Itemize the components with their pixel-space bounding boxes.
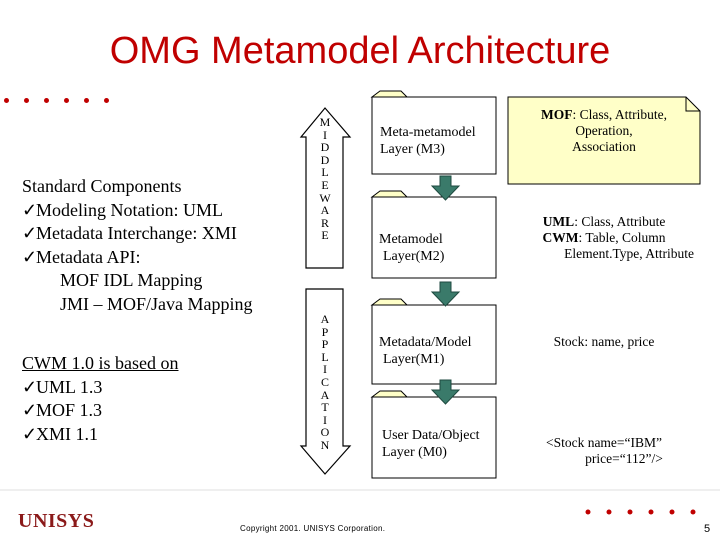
layer-folder-m1 — [370, 298, 497, 385]
layer-label-m2: Metamodel Layer(M2) — [379, 231, 444, 265]
example-text: Element.Type, Attribute — [564, 246, 694, 261]
list-item-label: XMI 1.1 — [36, 423, 98, 444]
arrow-letter: I — [323, 127, 327, 142]
arrow-letter: L — [321, 165, 329, 180]
list-item: ✓Metadata API: — [22, 246, 253, 270]
mof-prefix: MOF — [541, 107, 573, 122]
unisys-logo: UNISYS — [18, 510, 95, 532]
standard-components-block: Standard Components ✓Modeling Notation: … — [22, 175, 253, 316]
layer-folder-m3 — [370, 90, 497, 175]
dot — [44, 98, 49, 103]
dot — [84, 98, 89, 103]
check-icon: ✓ — [22, 246, 38, 267]
uml-prefix: UML — [542, 214, 575, 229]
layer-label-line: User Data/Object — [382, 428, 480, 443]
down-arrow-icon — [430, 175, 461, 201]
layer-label-line: Layer(M2) — [383, 249, 445, 264]
example-m3: MOF: Class, Attribute, Operation, Associ… — [510, 107, 698, 155]
example-text: : Table, Column — [578, 230, 666, 245]
list-item: ✓Modeling Notation: UML — [22, 199, 253, 223]
layer-label-line: Layer (M3) — [380, 142, 445, 157]
list-item-label: MOF 1.3 — [36, 400, 103, 420]
standard-components-heading: Standard Components — [22, 176, 182, 196]
arrow-letter: N — [320, 437, 330, 452]
decorative-dots-top — [4, 98, 109, 103]
layer-label-line: Metamodel — [379, 232, 443, 247]
dot — [24, 98, 29, 103]
dot — [4, 98, 9, 103]
arrow-letter: D — [320, 140, 330, 155]
arrow-letter: E — [321, 177, 329, 192]
cwm-prefix: CWM — [542, 230, 579, 245]
layer-label-m1: Metadata/Model Layer(M1) — [379, 334, 472, 368]
list-item: ✓MOF 1.3 — [22, 399, 179, 423]
middleware-label: M I D D L E W A R E — [315, 116, 335, 242]
arrow-letter: P — [321, 324, 329, 339]
layer-folder-m2 — [370, 190, 497, 279]
page-number: 5 — [704, 523, 711, 535]
application-arrow — [299, 288, 352, 475]
layer-label-m3: Meta-metamodel Layer (M3) — [380, 124, 476, 158]
middleware-arrow — [299, 107, 352, 269]
sub-list-item: JMI – MOF/Java Mapping — [60, 293, 253, 314]
copyright-text: Copyright 2001. UNISYS Corporation. — [240, 524, 386, 533]
list-item-label: Modeling Notation: UML — [36, 199, 223, 220]
example-m0: <Stock name=“IBM” price=“112”/> — [510, 435, 698, 467]
arrow-letter: C — [320, 374, 329, 389]
list-item-label: Metadata Interchange: XMI — [36, 223, 237, 243]
layer-label-m0: User Data/Object Layer (M0) — [382, 427, 480, 461]
check-icon: ✓ — [22, 223, 38, 243]
check-icon: ✓ — [22, 423, 38, 444]
example-m2: UML: Class, Attribute CWM: Table, Column… — [510, 214, 698, 262]
list-item: ✓XMI 1.1 — [22, 423, 179, 447]
example-text: Operation, — [575, 123, 633, 138]
sub-list-item: MOF IDL Mapping — [60, 270, 203, 290]
arrow-letter: A — [320, 387, 330, 402]
note-shape-m3 — [507, 96, 701, 185]
arrow-letter: A — [320, 203, 330, 218]
arrow-letter: W — [319, 190, 331, 205]
check-icon: ✓ — [22, 199, 38, 220]
example-text: Stock: name, price — [553, 334, 655, 349]
cwm-block: CWM 1.0 is based on ✓UML 1.3 ✓MOF 1.3 ✓X… — [22, 352, 179, 446]
dot — [104, 98, 109, 103]
arrow-letter: D — [320, 152, 330, 167]
layer-label-line: Layer (M0) — [382, 445, 447, 460]
list-item: ✓UML 1.3 — [22, 376, 179, 400]
arrow-letter: E — [321, 228, 329, 243]
layer-label-line: Metadata/Model — [379, 335, 472, 350]
arrow-letter: P — [321, 337, 329, 352]
list-item-label: Metadata API: — [36, 246, 141, 267]
down-arrow-icon — [430, 379, 461, 405]
arrow-letter: A — [320, 312, 330, 326]
check-icon: ✓ — [22, 400, 38, 420]
check-icon: ✓ — [22, 376, 38, 397]
slide-title: OMG Metamodel Architecture — [109, 30, 611, 72]
arrow-letter: M — [319, 115, 331, 129]
arrow-letter: I — [323, 362, 327, 377]
arrow-letter: O — [320, 425, 330, 440]
layer-folder-m0 — [370, 390, 497, 479]
example-m1: Stock: name, price — [510, 334, 698, 350]
example-text: : Class, Attribute — [574, 214, 666, 229]
list-item: ✓Metadata Interchange: XMI — [22, 222, 253, 246]
cwm-heading: CWM 1.0 is based on — [22, 353, 179, 373]
arrow-letter: T — [321, 400, 329, 415]
example-text: Association — [572, 139, 636, 154]
down-arrow-icon — [430, 281, 461, 307]
example-text: price=“112”/> — [585, 451, 663, 466]
arrow-letter: R — [320, 215, 329, 230]
layer-label-line: Meta-metamodel — [380, 125, 476, 140]
dot — [64, 98, 69, 103]
arrow-letter: L — [321, 349, 329, 364]
decorative-dots-bottom — [585, 509, 696, 515]
layer-label-line: Layer(M1) — [383, 352, 445, 367]
list-item-label: UML 1.3 — [36, 376, 103, 397]
arrow-letter: I — [323, 412, 327, 427]
example-text: <Stock name=“IBM” — [545, 435, 663, 450]
application-label: A P P L I C A T I O N — [315, 313, 335, 452]
example-text: : Class, Attribute, — [572, 107, 668, 122]
